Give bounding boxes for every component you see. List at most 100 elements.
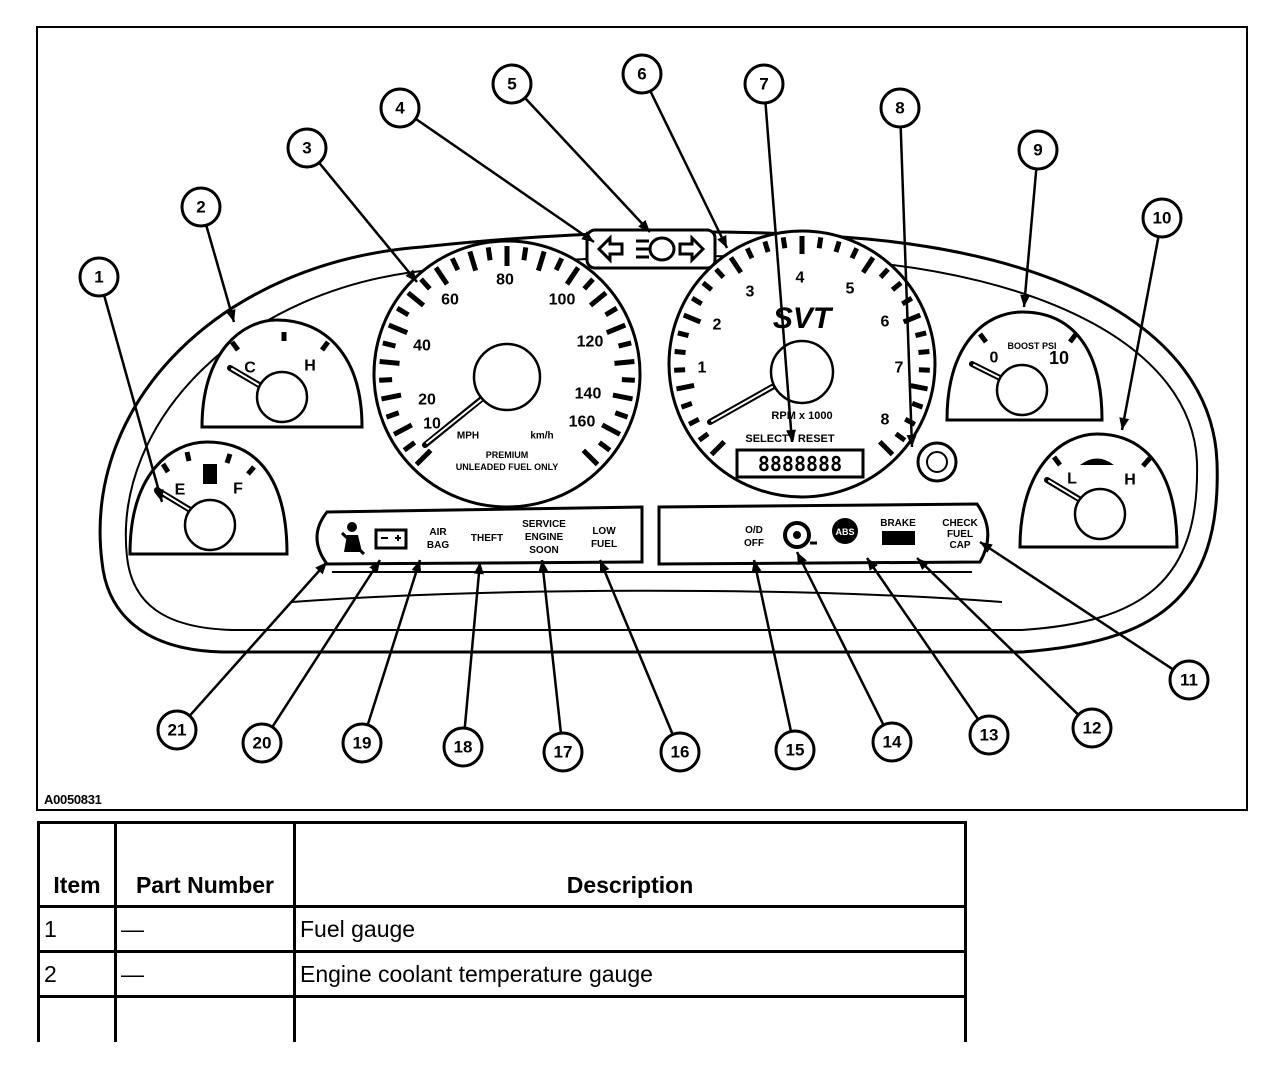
leader-arrowhead [1020, 294, 1031, 307]
callout-9: 9 [1017, 129, 1059, 171]
leader-arrowhead [1119, 417, 1130, 430]
cell-desc: Fuel gauge [293, 905, 967, 953]
leader-arrowhead [638, 219, 650, 232]
leader-arrowhead [600, 560, 610, 573]
tach-tick [674, 348, 686, 356]
table-row: 2 — Engine coolant temperature gauge [37, 950, 967, 998]
speedo-tick [419, 277, 432, 291]
leader-line [524, 97, 651, 233]
speedo-tick [588, 290, 608, 308]
speedo-tick [601, 422, 622, 437]
cluster-housing [98, 230, 1219, 654]
callout-6: 6 [621, 53, 663, 95]
speedo-tick [380, 392, 402, 402]
callout-3: 3 [286, 127, 328, 169]
trip-reset-button[interactable] [916, 441, 958, 483]
callout-18: 18 [442, 726, 484, 768]
speedo-mph-label: 80 [496, 272, 514, 289]
tach-tick [680, 401, 693, 410]
callout-number: 17 [554, 743, 573, 762]
leader-line [271, 559, 382, 727]
high-beam-icon [636, 236, 676, 262]
tachometer-ticks [674, 236, 930, 457]
fuel-gauge: E F [128, 440, 289, 556]
tach-tick [878, 267, 890, 279]
tach-tick [861, 256, 876, 274]
speedo-notice-2: UNLEADED FUEL ONLY [456, 462, 559, 472]
cell-part [114, 995, 296, 1042]
callout-circle [1168, 659, 1210, 701]
callout-circle [621, 53, 663, 95]
tach-tick [687, 416, 700, 427]
leader-arrowhead [411, 560, 422, 573]
callout-number: 7 [759, 75, 768, 94]
speedo-tick [379, 377, 393, 383]
leader-line [752, 559, 793, 731]
tach-tick [894, 431, 907, 443]
tach-tick [677, 330, 690, 338]
tach-tick [697, 431, 710, 443]
tach-tick [714, 267, 726, 279]
leader-arrowhead [980, 542, 993, 553]
cell-desc [293, 995, 967, 1042]
speedo-mph-label: 20 [418, 392, 436, 409]
header-item: Item [37, 821, 117, 908]
oil-pressure-gauge: L H [1018, 432, 1179, 549]
leader-line [318, 162, 418, 283]
tach-unit: RPM x 1000 [771, 410, 832, 422]
callout-number: 18 [454, 738, 473, 757]
temp-gauge: C H [200, 318, 364, 429]
callout-17: 17 [542, 731, 584, 773]
speedo-tick [621, 377, 635, 383]
fuel-pump-icon [203, 464, 217, 484]
theft-lamp: THEFT [471, 533, 503, 544]
callout-number: 12 [1083, 719, 1102, 738]
callout-number: 6 [637, 65, 646, 84]
tach-label: 8 [881, 412, 890, 429]
tach-tick [674, 367, 686, 373]
speedo-tick [385, 410, 400, 420]
speedo-tick [604, 306, 619, 318]
callout-circle [774, 729, 816, 771]
leader-arrowhead [473, 562, 484, 575]
speedo-tick [535, 250, 547, 272]
callout-8: 8 [879, 87, 921, 129]
speedo-tick [387, 322, 409, 335]
header-description: Description [293, 821, 967, 908]
abs-icon: ABS [832, 518, 858, 544]
leader-line [366, 559, 422, 725]
tach-label: 3 [746, 284, 755, 301]
fuel-full-label: F [233, 481, 243, 498]
cell-item: 2 [37, 950, 117, 998]
oil-low-label: L [1067, 471, 1077, 488]
callout-number: 2 [196, 198, 205, 217]
speedo-tick [467, 250, 479, 272]
tach-tick [709, 440, 726, 457]
callout-number: 4 [395, 99, 405, 118]
tach-tick [745, 247, 755, 260]
callout-11: 11 [1168, 659, 1210, 701]
leader-arrowhead [369, 560, 380, 573]
callout-circle [659, 731, 701, 773]
callout-circle [241, 722, 283, 764]
leader-line [649, 91, 729, 249]
boost-low-label: 0 [990, 350, 999, 367]
callout-number: 14 [883, 733, 902, 752]
leader-arrowhead [906, 434, 917, 447]
callout-number: 1 [94, 268, 103, 287]
leader-line [415, 118, 595, 244]
callout-5: 5 [491, 63, 533, 105]
tach-tick [762, 240, 771, 253]
speedo-unit-mph: MPH [457, 431, 479, 442]
leader-line [1022, 169, 1038, 308]
tach-label: 5 [846, 281, 855, 298]
tach-label: 2 [713, 317, 722, 334]
callout-leaders [103, 91, 1173, 735]
